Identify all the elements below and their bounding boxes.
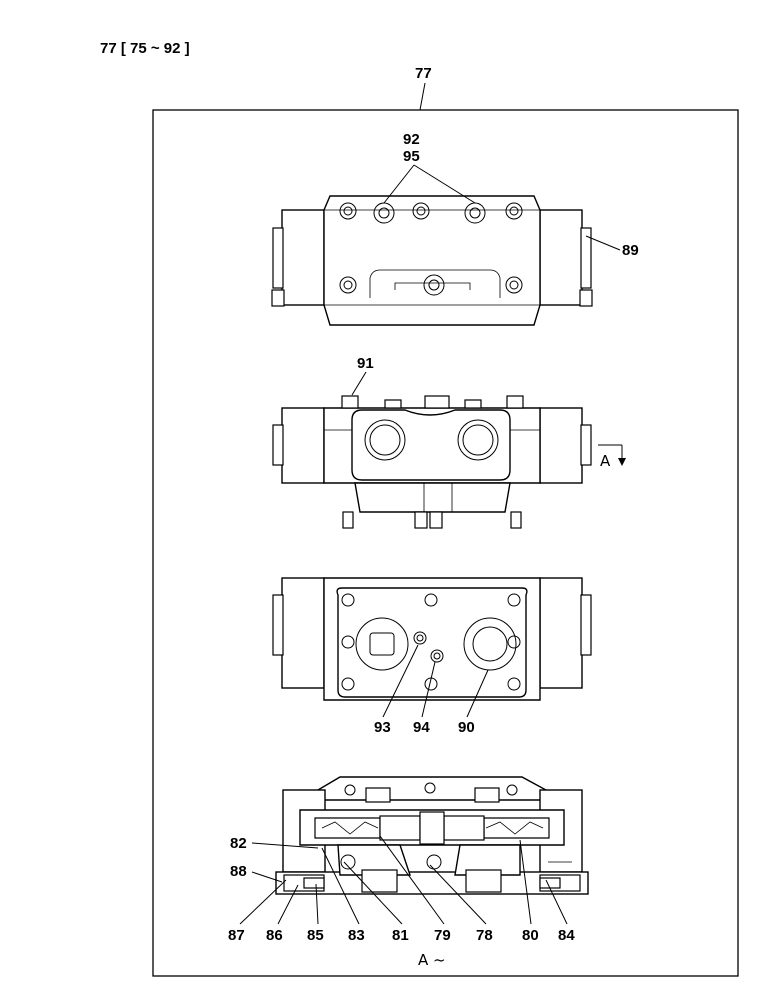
callout-79: 79 — [434, 927, 451, 944]
section-leaders — [239, 835, 568, 925]
front-view — [272, 395, 592, 529]
callout-95: 95 — [403, 148, 420, 165]
callout-91: 91 — [357, 355, 374, 372]
callout-80: 80 — [522, 927, 539, 944]
bottom-view — [272, 577, 592, 701]
svg-text:A: A — [600, 452, 611, 470]
assembly-leader — [419, 82, 426, 111]
section-label: A ~ — [418, 951, 446, 969]
callout-87: 87 — [228, 927, 245, 944]
callout-81: 81 — [392, 927, 409, 944]
callout-85: 85 — [307, 927, 324, 944]
callout-88: 88 — [230, 863, 247, 880]
top-view — [271, 195, 593, 326]
callout-78: 78 — [476, 927, 493, 944]
leader-88 — [251, 871, 283, 883]
leader-95a — [383, 164, 415, 204]
callout-92: 92 — [403, 131, 420, 148]
diagram-title: 77 [ 75 ~ 92 ] — [100, 40, 190, 57]
callout-93: 93 — [374, 719, 391, 736]
section-cut-marker: A — [598, 444, 626, 470]
leader-94 — [421, 661, 436, 718]
assembly-frame — [152, 109, 739, 977]
callout-94: 94 — [413, 719, 430, 736]
callout-90: 90 — [458, 719, 475, 736]
callout-84: 84 — [558, 927, 575, 944]
callout-89: 89 — [622, 242, 639, 259]
assembly-label: 77 — [415, 65, 432, 82]
callout-86: 86 — [266, 927, 283, 944]
leader-82 — [251, 842, 319, 849]
leader-89 — [585, 235, 621, 251]
leader-91 — [351, 371, 367, 396]
leader-93 — [382, 644, 419, 718]
callout-83: 83 — [348, 927, 365, 944]
leader-90 — [466, 669, 489, 718]
section-view — [275, 776, 589, 895]
callout-82: 82 — [230, 835, 247, 852]
leader-95b — [413, 164, 476, 204]
